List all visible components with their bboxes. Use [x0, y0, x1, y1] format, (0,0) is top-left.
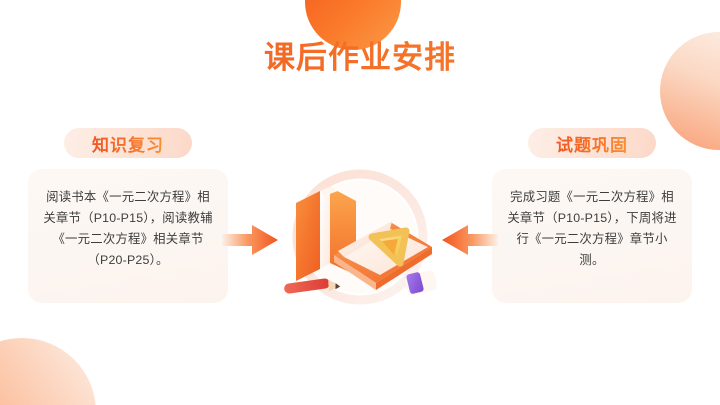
card-body-text: 阅读书本《一元二次方程》相关章节（P10-P15），阅读教辅《一元二次方程》相关…	[43, 190, 213, 267]
play-button-icon	[368, 227, 410, 267]
badge-exercise-consolidation: 试题巩固	[528, 128, 656, 158]
arrow-left-icon	[442, 224, 498, 256]
page-title: 课后作业安排	[0, 32, 720, 77]
column-knowledge-review: 知识复习 阅读书本《一元二次方程》相关章节（P10-P15），阅读教辅《一元二次…	[28, 128, 228, 303]
badge-label: 知识复习	[92, 131, 164, 156]
eraser-icon	[405, 270, 437, 296]
column-exercise-consolidation: 试题巩固 完成习题《一元二次方程》相关章节（P10-P15），下周将进行《一元二…	[492, 128, 692, 303]
badge-label: 试题巩固	[556, 131, 628, 156]
badge-knowledge-review: 知识复习	[64, 128, 192, 158]
card-knowledge-review: 阅读书本《一元二次方程》相关章节（P10-P15），阅读教辅《一元二次方程》相关…	[28, 169, 228, 303]
pencil-icon	[284, 278, 341, 294]
books-with-play-button-illustration	[272, 163, 448, 315]
bottom-left-circle-decoration	[0, 338, 96, 405]
card-exercise-consolidation: 完成习题《一元二次方程》相关章节（P10-P15），下周将进行《一元二次方程》章…	[492, 169, 692, 303]
arrow-right-icon	[222, 224, 278, 256]
card-body-text: 完成习题《一元二次方程》相关章节（P10-P15），下周将进行《一元二次方程》章…	[507, 190, 677, 267]
